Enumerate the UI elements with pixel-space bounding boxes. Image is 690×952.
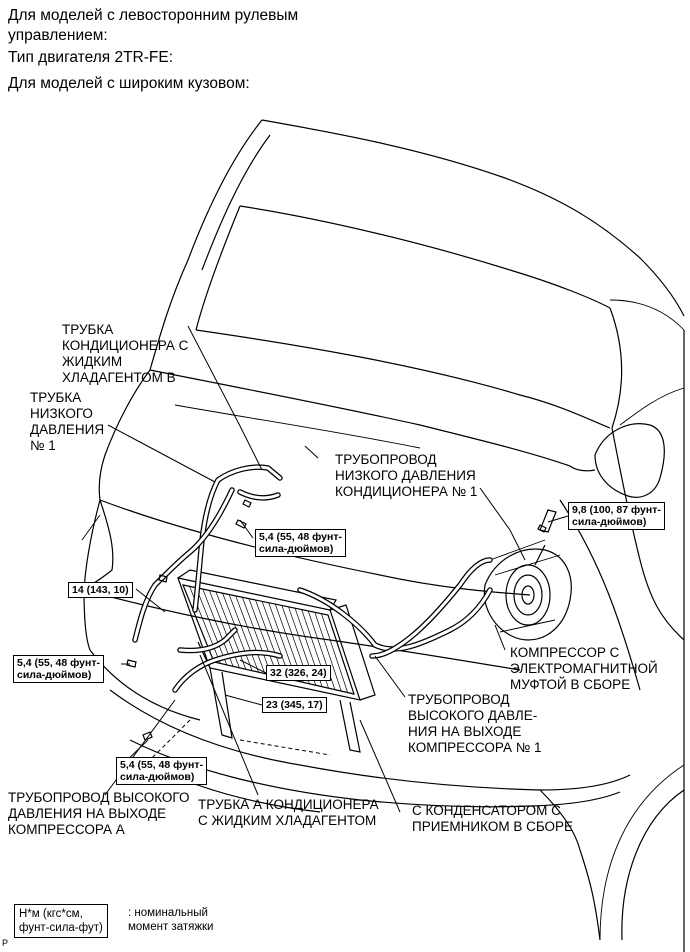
legend-unit-box: Н*м (кгс*см,фунт-сила-фут) (14, 904, 108, 938)
leader-torque-98 (547, 515, 569, 523)
torque-box-upper-54: 5,4 (55, 48 фунт-сила-дюймов) (255, 529, 346, 557)
header-line-2: управлением: (8, 27, 108, 44)
windshield-bottom (195, 329, 611, 429)
wheel-arch (621, 789, 685, 941)
corner-mark: P (2, 938, 9, 948)
condenser-fin (228, 594, 259, 673)
front-grille-left (83, 499, 101, 651)
torque-box-23: 23 (345, 17) (262, 697, 327, 713)
leader-low-pressure (107, 424, 216, 483)
condenser-fin (195, 587, 228, 666)
header-line-4: Для моделей с широким кузовом: (8, 75, 250, 92)
leader-condenser (359, 719, 401, 813)
torque-box-98: 9,8 (100, 87 фунт-сила-дюймов) (568, 502, 665, 530)
leader-discharge-1 (374, 655, 406, 698)
condenser-fin (321, 613, 348, 693)
header-line-3: Тип двигателя 2TR-FE: (8, 49, 174, 66)
side-mirror (594, 423, 665, 498)
torque-box-lower-54: 5,4 (55, 48 фунт-сила-дюймов) (116, 757, 207, 785)
torque-box-left-54: 5,4 (55, 48 фунт-сила-дюймов) (13, 655, 104, 683)
hood-front-edge (99, 499, 531, 596)
a-pillar-left (149, 119, 263, 371)
leader-suction (479, 487, 526, 561)
windshield-top (239, 205, 611, 309)
leader-liquid-b (187, 325, 263, 471)
condenser-fin (222, 593, 253, 671)
hood-left-edge (98, 369, 151, 501)
torque-box-32: 32 (326, 24) (266, 665, 331, 681)
leader-compressor (494, 624, 506, 651)
pipe-low-pressure-1 (132, 487, 235, 643)
leader-liquid-a (199, 654, 259, 796)
leader-torque-14 (135, 588, 166, 613)
compressor-drawing (483, 509, 572, 641)
condenser-fin (241, 597, 272, 676)
hood-crease (149, 369, 571, 467)
roof-line (261, 119, 685, 317)
bolts (126, 499, 547, 741)
header-line-1: Для моделей с левосторонним рулевым (8, 7, 299, 24)
condenser-fin (202, 588, 234, 667)
torque-box-14: 14 (143, 10) (68, 582, 133, 598)
front-bumper (109, 689, 631, 791)
condenser-fin (248, 598, 278, 677)
condenser-fin (235, 595, 266, 674)
condenser-fin (314, 612, 342, 692)
